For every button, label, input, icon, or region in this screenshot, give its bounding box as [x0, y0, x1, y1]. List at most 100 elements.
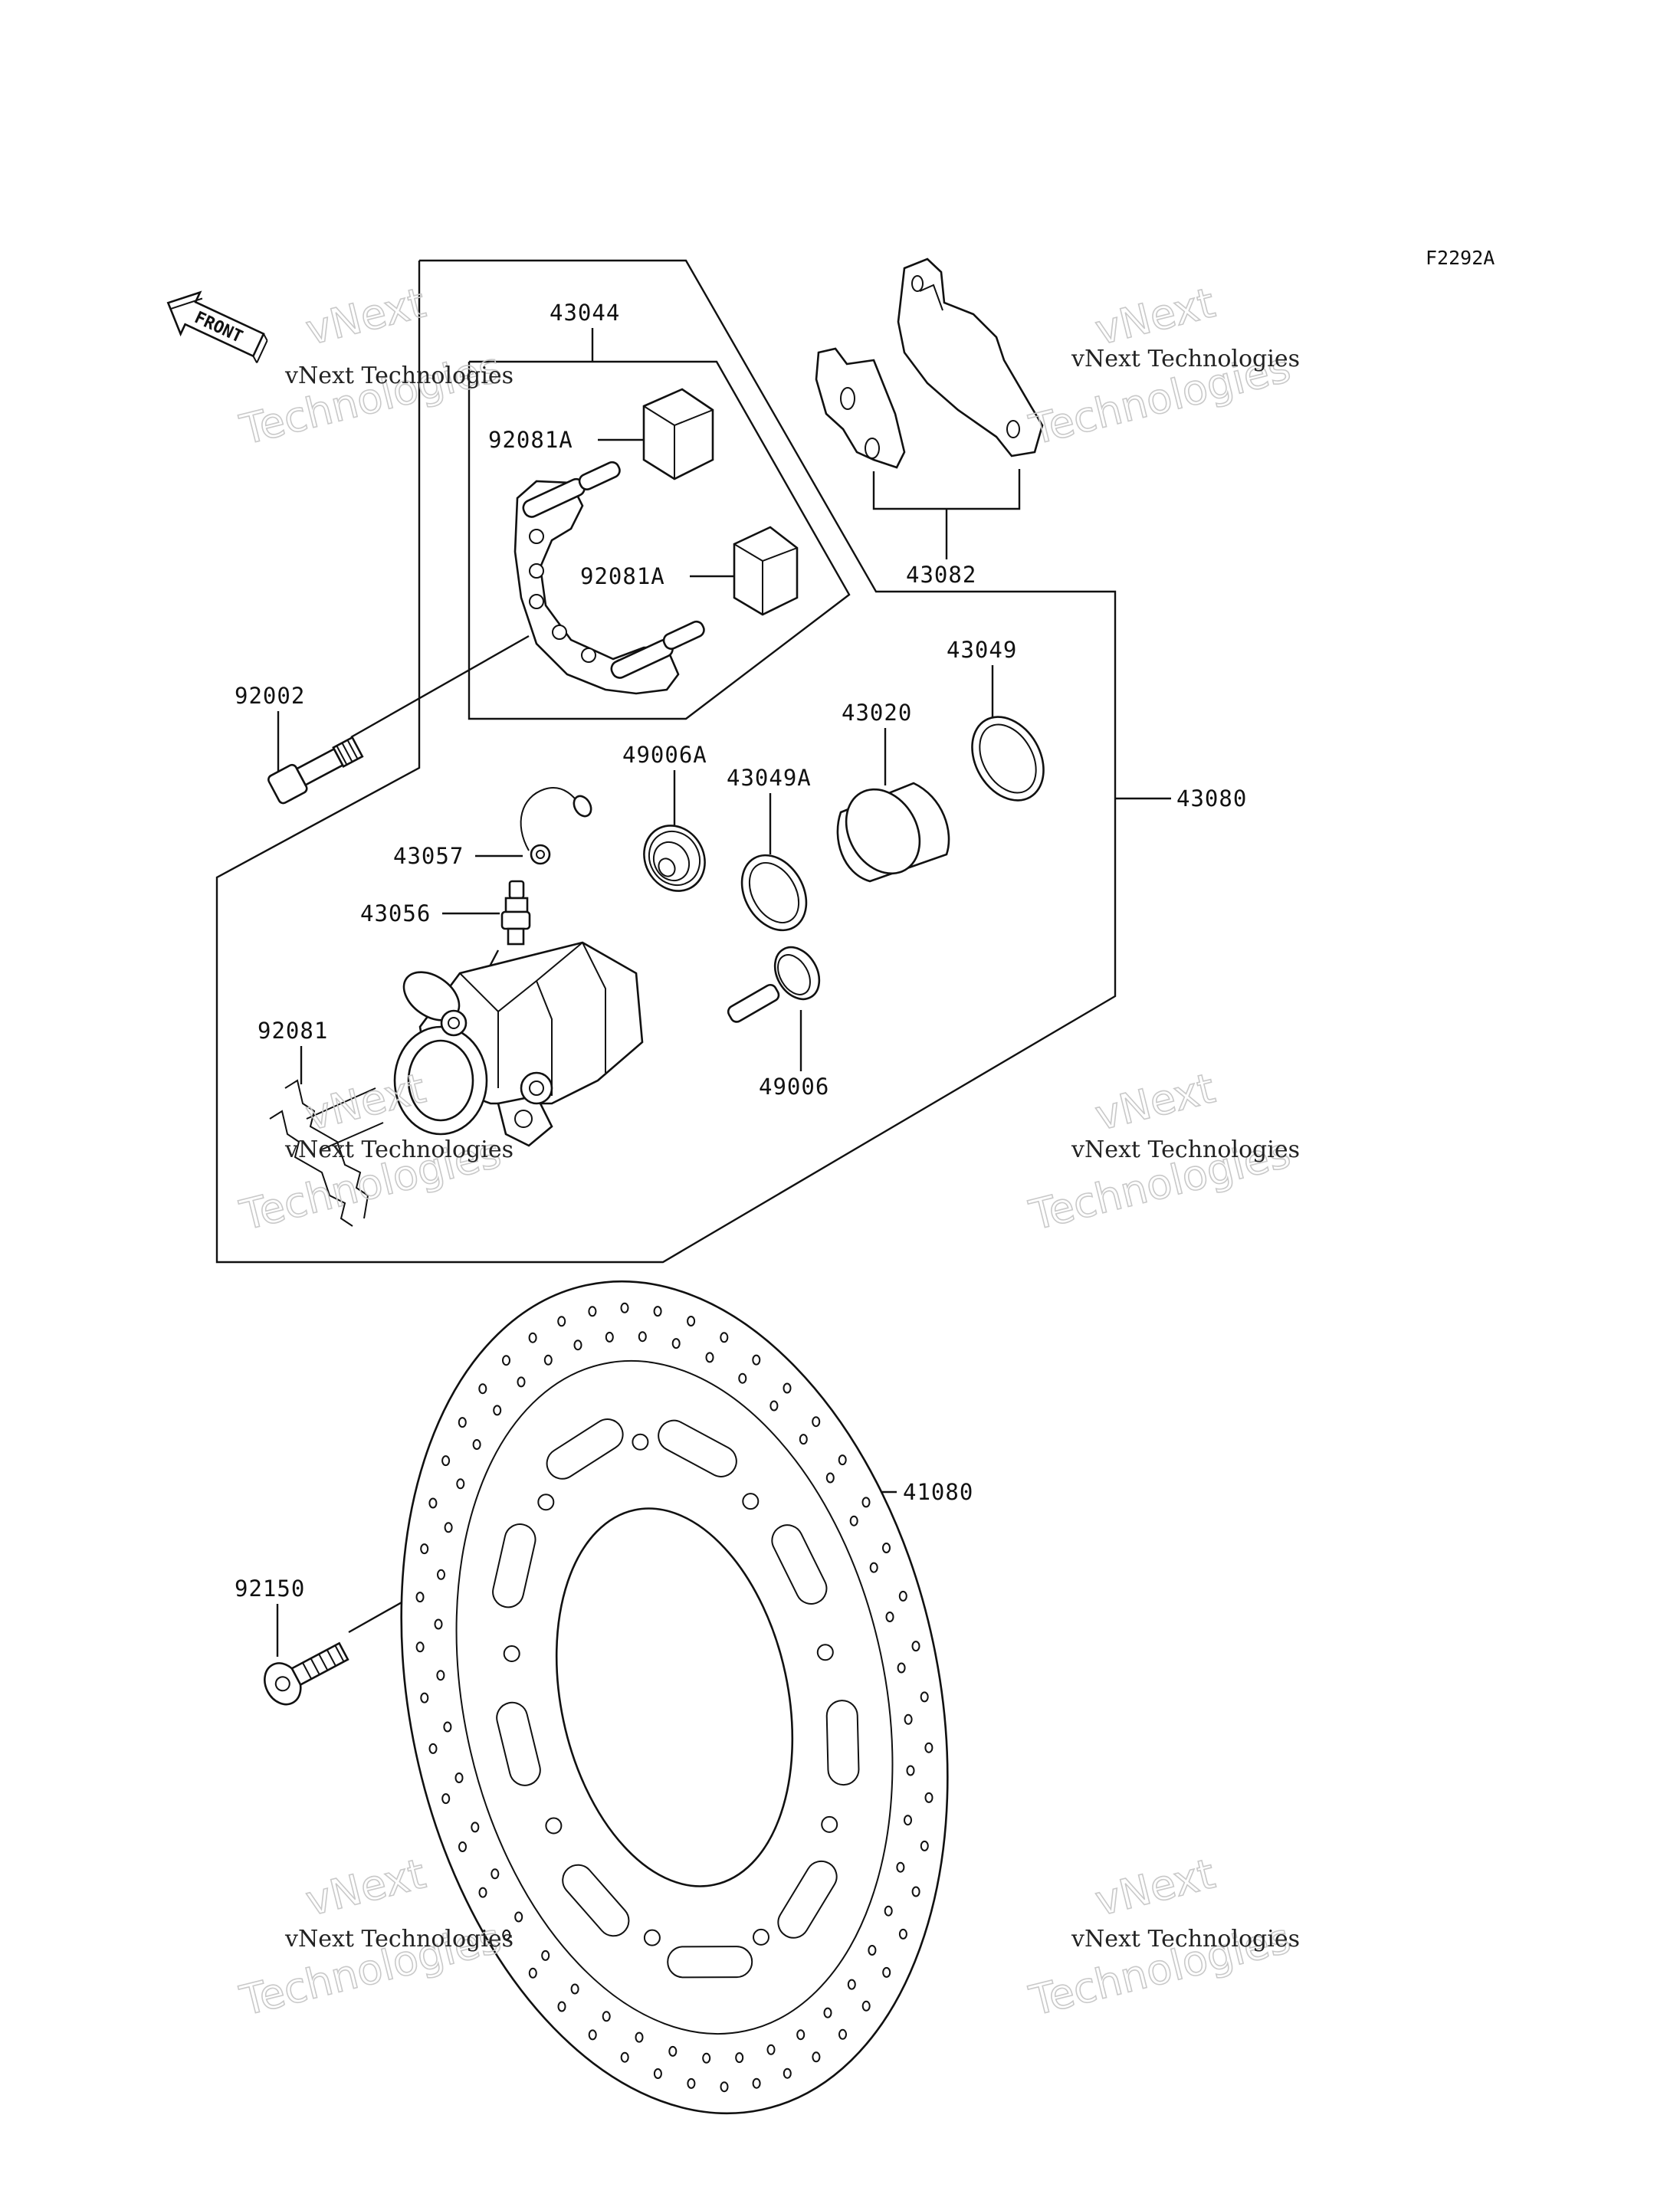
label-92081: 92081	[258, 1018, 328, 1044]
disc-hole	[849, 1515, 858, 1526]
disc-hole	[702, 2052, 711, 2064]
disc-hole	[653, 1306, 662, 1317]
disc-hole	[924, 1792, 934, 1803]
disc-hole	[478, 1887, 487, 1898]
disc-hole	[588, 1306, 597, 1317]
label-92150: 92150	[235, 1576, 305, 1602]
disc-hole	[605, 1331, 614, 1343]
disc-hole	[428, 1497, 438, 1509]
disc-hole	[847, 1979, 856, 1990]
disc-hole	[456, 1478, 465, 1490]
disc-rivet-hole	[545, 1817, 563, 1835]
disc-hole	[783, 2067, 792, 2079]
disc-hole	[653, 2068, 662, 2079]
disc-slot	[496, 1701, 541, 1786]
disc-hole	[897, 1662, 906, 1674]
brake-disc-icon	[400, 1280, 949, 2115]
disc-hole	[861, 1497, 871, 1508]
label-92081a-lower: 92081A	[580, 563, 665, 589]
pad-clip-upper-icon	[642, 388, 714, 480]
disc-rivet-hole	[503, 1645, 520, 1662]
label-92081a-upper: 92081A	[488, 427, 573, 453]
disc-hole	[705, 1352, 714, 1363]
svg-text:vNext Technologies: vNext Technologies	[1071, 1926, 1300, 1953]
disc-hole	[668, 2045, 678, 2057]
disc-hole	[458, 1417, 467, 1428]
disc-slot	[825, 1700, 860, 1786]
disc-slot	[546, 1418, 624, 1480]
disc-hole	[906, 1765, 915, 1776]
watermark-mid-right: vNext Technologies vNext Technologies	[1024, 1064, 1300, 1241]
disc-hole	[420, 1543, 429, 1555]
svg-text:vNext Technologies: vNext Technologies	[1071, 1136, 1300, 1163]
disc-hole	[620, 2051, 629, 2063]
outline-bracket-assembly	[468, 360, 851, 720]
disc-slot	[777, 1860, 838, 1939]
disc-hole	[882, 1543, 891, 1553]
disc-hole	[502, 1355, 510, 1366]
disc-hole	[720, 2081, 729, 2093]
diagram-code: F2292A	[1426, 247, 1495, 269]
disc-hole	[437, 1569, 445, 1580]
disc-rivet-hole	[816, 1644, 834, 1661]
disc-hole	[924, 1742, 934, 1753]
disc-hole	[471, 1822, 480, 1833]
disc-hole	[638, 1331, 647, 1343]
disc-hole	[528, 1332, 537, 1343]
disc-hole	[472, 1439, 481, 1450]
label-43080: 43080	[1176, 785, 1247, 812]
disc-hole	[573, 1340, 582, 1351]
pad-clip-lower-icon	[733, 526, 799, 616]
svg-text:Technologies: Technologies	[235, 343, 506, 454]
disc-hole	[620, 1302, 629, 1313]
disc-hole	[738, 1372, 747, 1384]
piston-seal-small-icon	[740, 854, 808, 932]
label-43049a: 43049A	[727, 765, 812, 791]
outline-caliper-assembly	[215, 259, 1117, 1264]
bleed-cap-icon	[520, 787, 592, 865]
piston-seal-large-icon	[971, 716, 1045, 802]
disc-hole	[420, 1692, 429, 1703]
disc-hole	[812, 1416, 821, 1428]
disc-hole	[671, 1338, 681, 1349]
disc-hole	[415, 1641, 425, 1653]
bolt-92002-icon	[267, 736, 364, 805]
disc-hole	[570, 1983, 579, 1995]
disc-hole	[884, 1905, 893, 1917]
label-43082: 43082	[906, 562, 976, 588]
disc-rivet-hole	[643, 1929, 661, 1946]
disc-hole	[454, 1772, 464, 1783]
caliper-bracket-icon	[514, 461, 705, 695]
label-49006: 49006	[759, 1074, 829, 1100]
disc-hole	[920, 1840, 929, 1851]
watermark-top-left: vNext Technologies vNext Technologies	[235, 278, 514, 455]
label-41080: 41080	[903, 1479, 973, 1505]
svg-text:vNext Technologies: vNext Technologies	[284, 362, 514, 389]
svg-text:vNext: vNext	[1091, 1064, 1219, 1139]
disc-hole	[823, 2007, 832, 2018]
disc-hole	[557, 2001, 566, 2012]
disc-hole	[528, 1967, 537, 1979]
disc-hole	[861, 2000, 871, 2012]
svg-text:vNext: vNext	[1091, 278, 1219, 354]
disc-hole	[543, 1354, 553, 1366]
label-43056: 43056	[360, 900, 431, 926]
disc-rivet-hole	[742, 1493, 760, 1510]
disc-hole	[720, 1332, 729, 1343]
disc-hole	[911, 1886, 920, 1897]
disc-hole	[766, 2044, 776, 2055]
disc-hole	[838, 1454, 847, 1466]
disc-hole	[687, 2077, 696, 2089]
disc-hole	[911, 1641, 920, 1652]
label-92002: 92002	[235, 683, 305, 709]
disc-hole	[898, 1590, 907, 1602]
slide-pin-icon	[727, 946, 821, 1023]
disc-hole	[436, 1670, 445, 1681]
disc-hole	[799, 1434, 808, 1445]
disc-hole	[825, 1472, 835, 1484]
svg-text:vNext: vNext	[1091, 1849, 1219, 1925]
disc-hole	[517, 1376, 526, 1388]
front-arrow-icon: FRONT	[166, 290, 268, 363]
disc-rivet-hole	[753, 1928, 769, 1946]
